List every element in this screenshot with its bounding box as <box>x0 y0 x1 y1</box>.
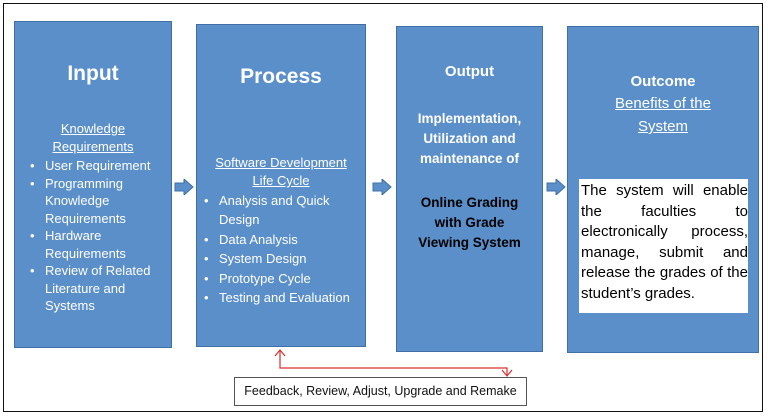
output-system-line2: with Grade <box>434 215 505 230</box>
list-item: Data Analysis <box>201 230 361 250</box>
outcome-description: The system will enable the faculties to … <box>579 179 748 313</box>
outcome-box: Outcome Benefits of the System The syste… <box>567 26 759 353</box>
outcome-subtitle-line1: Benefits of the <box>615 95 711 112</box>
process-title: Process <box>240 65 322 88</box>
process-sdlc-list: Analysis and Quick Design Data Analysis … <box>201 191 361 308</box>
list-item: Analysis and Quick Design <box>201 191 361 230</box>
output-line1: Implementation, <box>417 111 522 126</box>
arrow-right-icon <box>174 179 194 195</box>
output-system-line1: Online Grading <box>420 195 519 210</box>
input-box: Input Knowledge Requirements User Requir… <box>14 21 172 348</box>
process-subtitle-line1: Software Development <box>215 155 347 170</box>
input-requirements-list: User Requirement Programming Knowledge R… <box>27 157 167 315</box>
input-title: Input <box>67 62 119 85</box>
process-subtitle-line2: Life Cycle <box>252 173 310 188</box>
list-item: Prototype Cycle <box>201 269 361 289</box>
output-system-line3: Viewing System <box>418 235 521 250</box>
arrow-right-icon <box>546 179 566 195</box>
output-box: Output Implementation, Utilization and m… <box>396 26 543 352</box>
list-item: User Requirement <box>27 157 167 175</box>
list-item: Testing and Evaluation <box>201 288 361 308</box>
process-box: Process Software Development Life Cycle … <box>196 24 366 347</box>
feedback-loop-arrow-icon <box>274 349 513 377</box>
list-item: Programming Knowledge Requirements <box>27 175 167 228</box>
output-line3: maintenance of <box>419 151 520 166</box>
feedback-box: Feedback, Review, Adjust, Upgrade and Re… <box>234 377 527 406</box>
list-item: Hardware Requirements <box>27 227 167 262</box>
input-subtitle-line2: Requirements <box>52 139 134 154</box>
list-item: Review of Related Literature and Systems <box>27 262 167 315</box>
outcome-title: Outcome <box>630 73 696 90</box>
outcome-subtitle-line2: System <box>637 118 688 135</box>
list-item: System Design <box>201 249 361 269</box>
output-title: Output <box>444 63 495 80</box>
arrow-right-icon <box>372 179 392 195</box>
output-line2: Utilization and <box>423 131 516 146</box>
input-subtitle-line1: Knowledge <box>60 121 126 136</box>
